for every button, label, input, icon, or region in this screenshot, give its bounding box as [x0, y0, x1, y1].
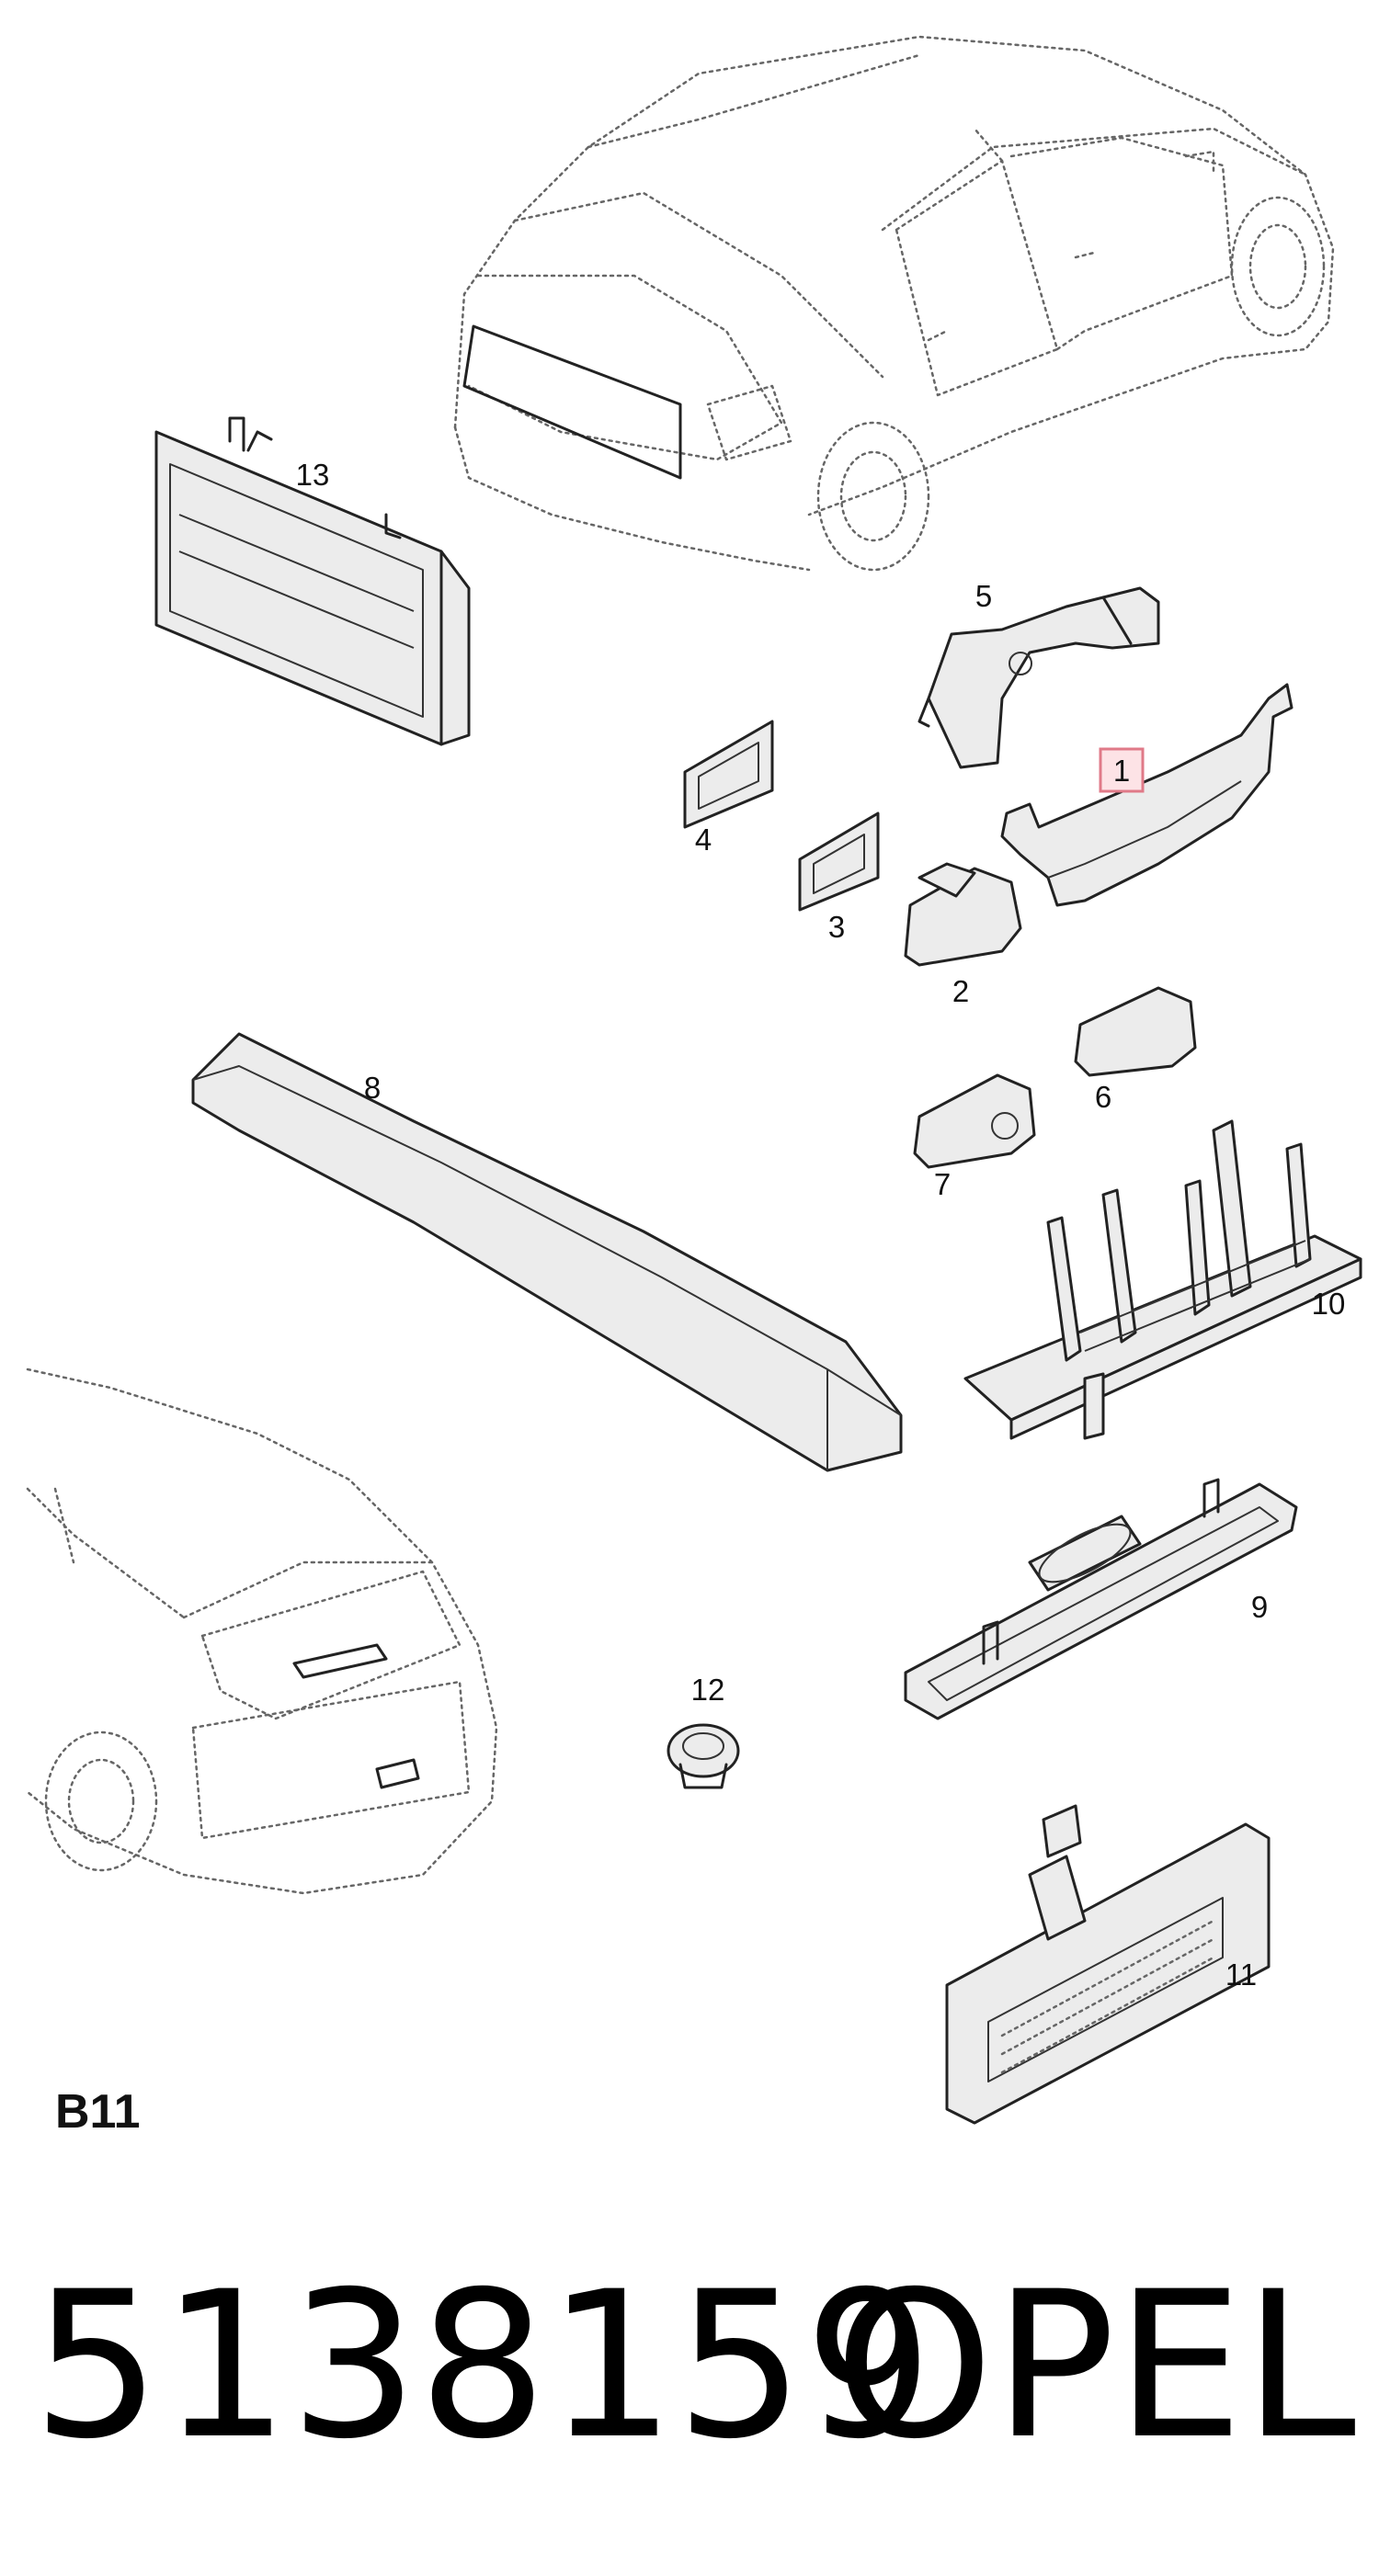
- part-10-tray: [963, 1119, 1362, 1440]
- callout-1[interactable]: 1: [1113, 754, 1130, 788]
- callout-1-highlight: [1099, 747, 1145, 793]
- part-8-strip: [191, 1032, 903, 1472]
- part-7-cap: [913, 1073, 1036, 1169]
- part-9-lamp-housing: [904, 1478, 1298, 1720]
- callout-3[interactable]: 3: [828, 910, 845, 944]
- callout-10[interactable]: 10: [1312, 1287, 1346, 1321]
- part-5-bracket: [917, 586, 1160, 769]
- callout-9[interactable]: 9: [1251, 1590, 1268, 1624]
- brand-name: OPEL: [835, 2248, 1356, 2483]
- part-6-cap: [1074, 986, 1197, 1077]
- part-12-grommet: [667, 1723, 740, 1789]
- callout-6[interactable]: 6: [1095, 1080, 1111, 1114]
- callout-13[interactable]: 13: [296, 458, 330, 492]
- callout-7[interactable]: 7: [934, 1167, 951, 1201]
- callout-12[interactable]: 12: [691, 1673, 725, 1707]
- callout-11[interactable]: 11: [1225, 1958, 1257, 1992]
- part-3-gasket: [798, 811, 880, 912]
- part-number: 5138159: [32, 2248, 933, 2483]
- car-rear-view-bottom: [26, 1367, 498, 1895]
- part-13-frame: [154, 416, 471, 746]
- callout-5[interactable]: 5: [975, 579, 992, 613]
- callout-4[interactable]: 4: [695, 823, 712, 857]
- part-4-gasket: [683, 720, 774, 829]
- callout-8[interactable]: 8: [364, 1071, 381, 1105]
- section-code: B11: [55, 2085, 141, 2139]
- part-2-cap: [904, 862, 1022, 967]
- car-rear-view-top: [453, 35, 1335, 572]
- part-1-handle: [1000, 683, 1294, 907]
- callout-2[interactable]: 2: [952, 974, 969, 1008]
- part-11-switch: [945, 1804, 1271, 2125]
